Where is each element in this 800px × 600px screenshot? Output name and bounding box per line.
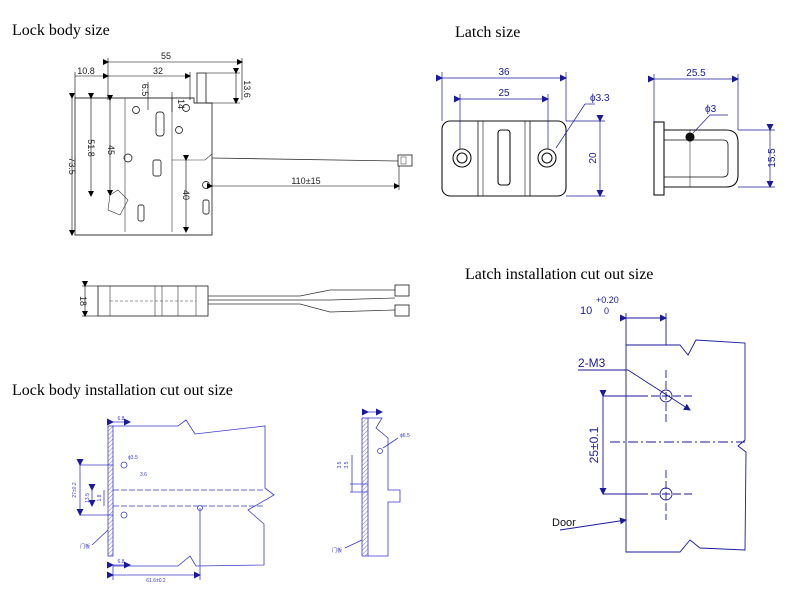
lock-hole-a	[132, 106, 140, 114]
tol-upper: +0.20	[596, 295, 619, 305]
dim-hole-3-5: ϕ3.5	[128, 455, 138, 461]
dim-51-8: 51.8	[86, 139, 96, 157]
dim-32: 32	[153, 66, 163, 76]
side-door-edge	[361, 417, 369, 557]
dim-55: 55	[161, 51, 171, 61]
title-lock-body-size: Lock body size	[12, 22, 110, 39]
latch-hole-left	[452, 148, 472, 168]
dim-bottom-6-8: 6.8	[118, 559, 125, 565]
latch-door-panel	[625, 339, 747, 553]
lock-side-outline	[97, 285, 209, 317]
latch-hole-right	[537, 148, 557, 168]
lock-slot-top	[155, 111, 165, 137]
dim-14: 14	[176, 99, 186, 109]
dim-40: 40	[181, 190, 191, 200]
dim-20: 20	[588, 152, 599, 164]
dim-10: 10	[580, 305, 592, 317]
latch-pin	[685, 132, 695, 142]
side-dim-b: 3.5	[344, 461, 350, 468]
latch-cutout-drawing	[559, 313, 747, 553]
lock-cutout-side	[344, 408, 401, 557]
dim-73-5: 73.5	[67, 157, 77, 175]
lock-hole-d	[123, 153, 133, 163]
door-label-b: 门板	[332, 547, 342, 554]
dim-wire-length: 110±15	[291, 176, 320, 186]
dim-hole-3-3: ϕ3.3	[590, 93, 610, 104]
door-label: Door	[552, 517, 576, 529]
dim-25: 25	[498, 88, 510, 99]
lock-slot-mid	[152, 159, 162, 177]
latch-hook	[664, 129, 739, 188]
latch-slot	[497, 129, 511, 186]
lock-body-dimensions	[69, 58, 400, 236]
dim-1-8: 1.8	[97, 494, 103, 501]
door-label-a: 门板	[80, 543, 90, 550]
side-dim-a: 3.5	[337, 461, 343, 468]
lock-body-front-view	[74, 72, 413, 236]
lock-door-panel	[113, 419, 275, 567]
dim-61-6: 61.6±0.2	[146, 578, 166, 584]
latch-screw-hole-top	[659, 389, 673, 403]
dim-15-5: 15.5	[767, 148, 778, 168]
dim-45: 45	[106, 145, 116, 155]
title-lock-body-cutout: Lock body installation cut out size	[12, 382, 233, 399]
dim-18: 18	[78, 296, 88, 306]
lock-hole-c	[182, 104, 190, 112]
dim-phi3: ϕ3	[705, 104, 717, 115]
dim-36: 36	[498, 67, 510, 78]
screw-spacing: 25±0.1	[587, 426, 601, 463]
title-latch-size: Latch size	[455, 24, 521, 41]
latch-side-base	[653, 121, 665, 196]
dim-25-5: 25.5	[686, 68, 706, 79]
door-edge-hatch	[107, 425, 114, 557]
screw-label: 2-M3	[578, 356, 606, 370]
lock-top-tab	[196, 72, 207, 104]
tol-lower: 0	[604, 306, 609, 316]
dim-27: 27±0.2	[72, 482, 78, 497]
lock-body-side-view	[97, 284, 410, 317]
dim-10-8: 10.8	[77, 66, 95, 76]
dim-13-6: 13.6	[242, 80, 252, 98]
latch-front-view	[441, 120, 567, 197]
lock-cutout-front	[76, 418, 275, 580]
latch-side-view	[653, 121, 739, 196]
title-latch-cutout: Latch installation cut out size	[465, 266, 654, 283]
lock-body-outline	[74, 97, 213, 236]
dim-3-6: 3.6	[140, 472, 147, 478]
lock-hole-e	[202, 181, 210, 189]
side-hole-6-5: ϕ6.5	[400, 433, 410, 439]
dim-13-5: 13.5	[85, 493, 91, 503]
dim-top-6-8: 6.8	[118, 416, 125, 422]
lock-hole-b	[175, 126, 183, 134]
dim-6-5: 6.5	[140, 84, 150, 97]
